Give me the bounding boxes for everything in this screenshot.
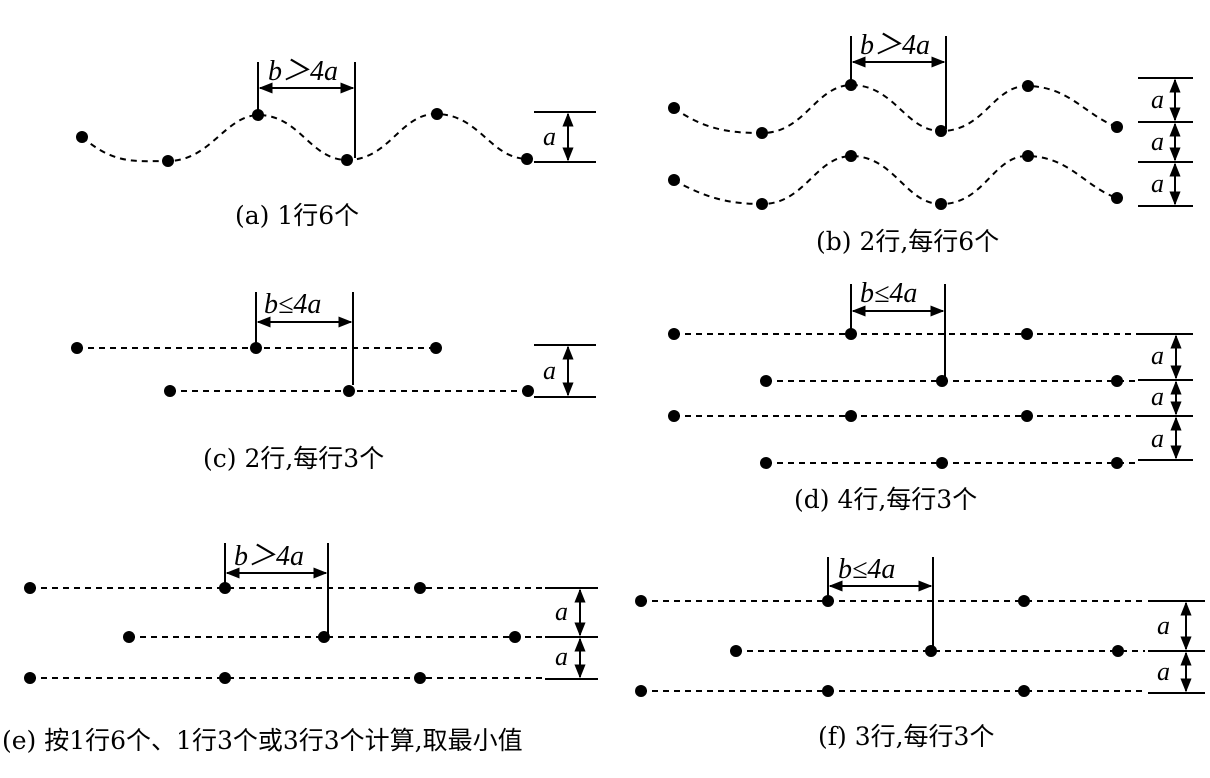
panel-f-point — [925, 645, 937, 657]
panel-d-point — [845, 410, 857, 422]
panel-a-point — [521, 153, 533, 165]
panel-e-point — [24, 672, 36, 684]
panel-d-point — [1021, 328, 1033, 340]
panel-d-point — [1021, 410, 1033, 422]
panel-c-point — [430, 342, 442, 354]
panel-a-caption: (a) 1行6个 — [235, 201, 359, 230]
panel-f-dim-label: a — [1157, 611, 1170, 640]
panel-d-point — [1111, 375, 1123, 387]
panel-d-spacing-label: b≤4a — [860, 278, 917, 309]
panel-f: b≤4a a a (f) 3行,每行3个 — [635, 554, 1205, 751]
panel-b-point — [845, 150, 857, 162]
panel-a-spacing-label: b＞4a — [268, 56, 338, 87]
panel-e-point — [219, 672, 231, 684]
panel-c-dim-label: a — [543, 356, 556, 385]
panel-b-dim-label: a — [1151, 85, 1164, 114]
panel-b-point — [1111, 121, 1123, 133]
panel-d: b≤4a a a a (d) 4行,每行3个 — [668, 278, 1193, 514]
panel-c-caption: (c) 2行,每行3个 — [203, 444, 384, 473]
panel-f-point — [635, 685, 647, 697]
panel-d-caption: (d) 4行,每行3个 — [794, 485, 977, 514]
panel-f-point — [1018, 685, 1030, 697]
panel-d-dim-label: a — [1151, 341, 1164, 370]
panel-b-point — [668, 102, 680, 114]
panel-e-point — [509, 631, 521, 643]
panel-a-point — [341, 154, 353, 166]
panel-a: b＞4a a (a) 1行6个 — [76, 56, 596, 230]
panel-b-point — [668, 174, 680, 186]
panel-e: b＞4a a a (e) 按1行6个、1行3个或3行3个计算,取最小值 — [2, 541, 598, 755]
panel-f-dim-label: a — [1157, 657, 1170, 686]
panel-e-point — [414, 582, 426, 594]
panel-b-spacing-label: b＞4a — [860, 30, 930, 61]
panel-c-point — [343, 385, 355, 397]
panel-b-wave-row-1 — [673, 83, 1118, 135]
panel-b-point — [1022, 80, 1034, 92]
panel-e-point — [123, 631, 135, 643]
panel-d-point — [668, 328, 680, 340]
panel-d-dim-label: a — [1151, 382, 1164, 411]
panel-e-spacing-label: b＞4a — [234, 541, 304, 572]
panel-b-wave-row-2 — [673, 154, 1118, 206]
panel-a-dim-label: a — [543, 122, 556, 151]
panel-c-point — [71, 342, 83, 354]
panel-c: b≤4a a (c) 2行,每行3个 — [71, 289, 596, 473]
panel-c-point — [522, 385, 534, 397]
panel-b-dim-label: a — [1151, 127, 1164, 156]
panel-a-point — [162, 155, 174, 167]
panel-f-caption: (f) 3行,每行3个 — [818, 722, 994, 751]
panel-d-point — [760, 457, 772, 469]
panel-a-point — [431, 108, 443, 120]
panel-f-point — [730, 645, 742, 657]
panel-d-point — [760, 375, 772, 387]
panel-f-spacing-label: b≤4a — [838, 554, 895, 585]
panel-e-caption: (e) 按1行6个、1行3个或3行3个计算,取最小值 — [2, 726, 523, 755]
panel-e-point — [414, 672, 426, 684]
panel-b: b＞4a a a a (b) 2行,每行6个 — [668, 30, 1193, 256]
panel-d-dim-label: a — [1151, 424, 1164, 453]
panel-d-point — [936, 375, 948, 387]
panel-e-dim-label: a — [555, 597, 568, 626]
panel-e-dim-label: a — [555, 642, 568, 671]
panel-e-point — [24, 582, 36, 594]
panel-a-wave-row — [81, 112, 528, 163]
panel-b-caption: (b) 2行,每行6个 — [816, 227, 999, 256]
panel-b-point — [1111, 192, 1123, 204]
panel-f-point — [1112, 645, 1124, 657]
panel-d-point — [936, 457, 948, 469]
panel-b-point — [1022, 150, 1034, 162]
panel-b-dim-label: a — [1151, 169, 1164, 198]
panel-b-point — [935, 125, 947, 137]
panel-b-point — [756, 127, 768, 139]
panel-c-point — [164, 385, 176, 397]
panel-f-point — [635, 595, 647, 607]
panel-d-point — [1111, 457, 1123, 469]
panel-f-point — [1018, 595, 1030, 607]
panel-c-spacing-label: b≤4a — [264, 289, 321, 320]
panel-b-point — [935, 198, 947, 210]
panel-b-point — [756, 198, 768, 210]
panel-a-point — [76, 131, 88, 143]
panel-f-point — [822, 685, 834, 697]
panel-d-point — [668, 410, 680, 422]
